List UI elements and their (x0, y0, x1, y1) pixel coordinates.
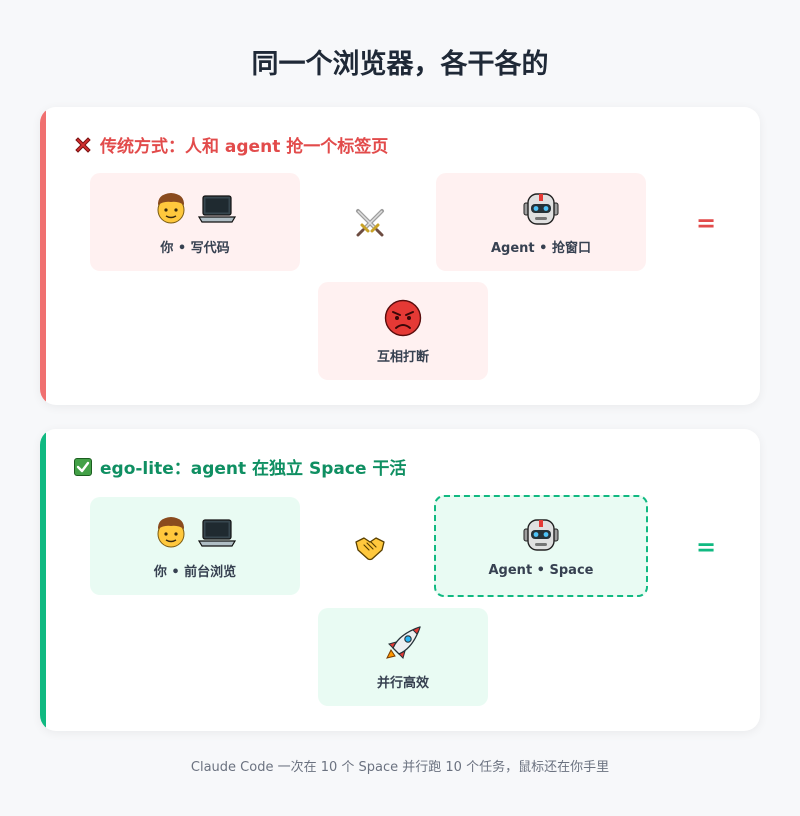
card-accent-stripe (40, 107, 46, 405)
footer-caption: Claude Code 一次在 10 个 Space 并行跑 10 个任务，鼠标… (190, 760, 610, 775)
agent-box: Agent • 抢窗口 (436, 173, 646, 271)
card-accent-stripe (40, 429, 46, 731)
egolite-card: ego-lite：agent 在独立 Space 干活 (40, 429, 760, 731)
result-label: 互相打断 (376, 349, 429, 365)
result-box: 并行高效 (318, 608, 488, 706)
cross-mark-icon (73, 135, 93, 155)
agent-label: Agent • Space (488, 562, 594, 578)
laptop-icon (197, 193, 237, 225)
traditional-heading-text: 传统方式：人和 agent 抢一个标签页 (100, 137, 389, 157)
egolite-heading-text: ego-lite：agent 在独立 Space 干活 (100, 459, 407, 479)
equals-sign: = (695, 209, 717, 237)
egolite-heading: ego-lite：agent 在独立 Space 干活 (73, 454, 406, 479)
robot-icon (521, 189, 561, 229)
check-mark-icon (73, 457, 93, 477)
person-icon (153, 514, 189, 552)
agent-label: Agent • 抢窗口 (490, 240, 591, 256)
you-box: 你 • 写代码 (90, 173, 300, 271)
traditional-card: 传统方式：人和 agent 抢一个标签页 你 • 写代 (40, 107, 760, 405)
rocket-icon (383, 624, 423, 664)
result-label: 并行高效 (376, 675, 429, 691)
you-label: 你 • 前台浏览 (153, 564, 237, 580)
equals-sign: = (695, 533, 717, 561)
person-icon (153, 190, 189, 228)
page-title: 同一个浏览器，各干各的 (251, 49, 549, 80)
crossed-swords-icon (345, 203, 395, 243)
traditional-heading: 传统方式：人和 agent 抢一个标签页 (73, 132, 388, 157)
you-label: 你 • 写代码 (160, 240, 230, 256)
laptop-icon (197, 517, 237, 549)
agent-space-box: Agent • Space (434, 495, 648, 597)
angry-face-icon (383, 298, 423, 338)
result-box: 互相打断 (318, 282, 488, 380)
you-box: 你 • 前台浏览 (90, 497, 300, 595)
handshake-icon (345, 527, 395, 567)
robot-icon (521, 515, 561, 555)
